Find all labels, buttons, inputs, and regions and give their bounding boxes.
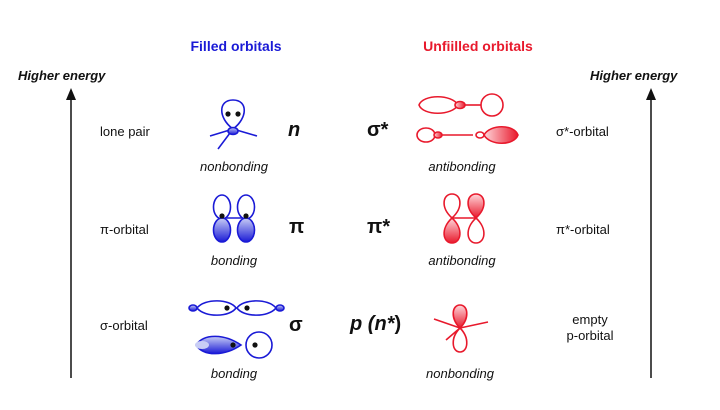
- sigma-orbital-label: σ-orbital: [100, 318, 148, 333]
- bonding-caption-pi: bonding: [210, 253, 258, 268]
- nonbonding-caption-p: nonbonding: [426, 366, 494, 381]
- sigma-bonding-orbital: [188, 300, 285, 359]
- filled-orbitals-header: Filled orbitals: [190, 38, 282, 54]
- pi-orbital-label: π-orbital: [100, 222, 149, 237]
- p-orbital-label: p-orbital: [566, 328, 614, 343]
- pi-star-symbol: π*: [367, 216, 391, 238]
- energy-label-left: Higher energy: [18, 68, 106, 83]
- sigma-antibonding-orbital: [416, 93, 519, 145]
- empty-p-orbital: [433, 304, 489, 353]
- pi-star-orbital-label: π*-orbital: [556, 222, 610, 237]
- n-symbol: n: [288, 119, 301, 141]
- sigma-symbol: σ: [289, 314, 303, 336]
- energy-label-right: Higher energy: [590, 68, 678, 83]
- antibonding-caption-sigma: antibonding: [428, 159, 496, 174]
- pi-bonding-orbital: [212, 194, 256, 243]
- sigma-star-symbol: σ*: [367, 119, 389, 141]
- energy-arrow-right: [646, 88, 656, 378]
- pi-antibonding-orbital: [443, 193, 485, 244]
- lone-pair-label: lone pair: [100, 124, 150, 139]
- bonding-caption-sigma: bonding: [210, 366, 258, 381]
- antibonding-caption-pi: antibonding: [428, 253, 496, 268]
- energy-arrow-left: [66, 88, 76, 378]
- pi-symbol: π: [289, 216, 305, 238]
- sigma-star-orbital-label: σ*-orbital: [556, 124, 609, 139]
- lone-pair-orbital: [209, 99, 258, 150]
- p-n-star-symbol: p (n*): [350, 313, 402, 335]
- unfilled-orbitals-header: Unfiilled orbitals: [423, 38, 533, 54]
- empty-label: empty: [572, 312, 608, 327]
- nonbonding-caption-filled: nonbonding: [200, 159, 268, 174]
